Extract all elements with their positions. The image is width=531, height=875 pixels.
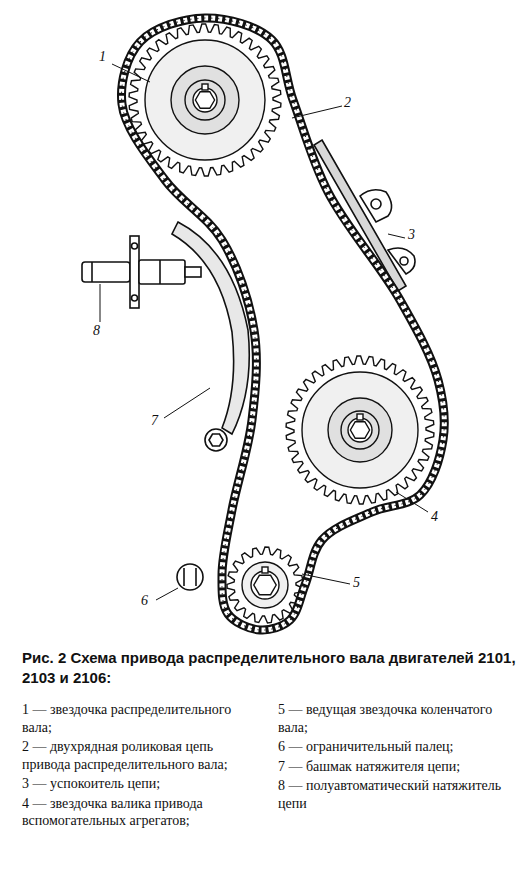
- leader-line: [100, 284, 101, 322]
- legend-entry: 1 — звездочка распределительного вала;: [22, 701, 257, 736]
- camshaft-sprocket: [129, 24, 281, 176]
- legend-entry: 3 — успокоитель цепи;: [22, 775, 257, 793]
- leader-line: [112, 64, 150, 82]
- legend-entry: 6 — ограничительный палец;: [278, 738, 513, 756]
- legend-entry: 8 — полуавтоматический натяжитель цепи: [278, 777, 513, 812]
- limit-pin: [177, 564, 203, 590]
- leader-line: [396, 492, 428, 512]
- callout-number: 6: [140, 594, 149, 608]
- figure-caption: Рис. 2 Схема привода распределительного …: [22, 648, 517, 687]
- chain-damper: [314, 140, 415, 291]
- timing-drive-illustration: [0, 0, 531, 640]
- leader-line: [156, 588, 178, 600]
- leader-line: [388, 234, 405, 238]
- tensioner-shoe: [172, 222, 249, 451]
- callout-number: 2: [343, 96, 352, 110]
- legend-entry: 7 — башмак натяжителя цепи;: [278, 758, 513, 776]
- leader-line: [292, 106, 342, 118]
- leader-line: [302, 574, 350, 584]
- callout-number: 7: [150, 414, 159, 428]
- callout-number: 5: [352, 576, 361, 590]
- callout-number: 4: [430, 510, 439, 524]
- timing-chain: [122, 18, 445, 630]
- auxiliary-sprocket: [286, 356, 434, 504]
- callout-number: 8: [92, 324, 101, 338]
- legend-entry: 2 — двухрядная роликовая цепь привода ра…: [22, 738, 257, 773]
- callout-number: 1: [98, 50, 107, 64]
- legend-entry: 5 — ведущая звездочка коленчатого вала;: [278, 701, 513, 736]
- callout-number: 3: [407, 228, 416, 242]
- legend-entry: 4 — звездочка валика привода вспомогател…: [22, 795, 257, 830]
- leader-line: [164, 388, 210, 418]
